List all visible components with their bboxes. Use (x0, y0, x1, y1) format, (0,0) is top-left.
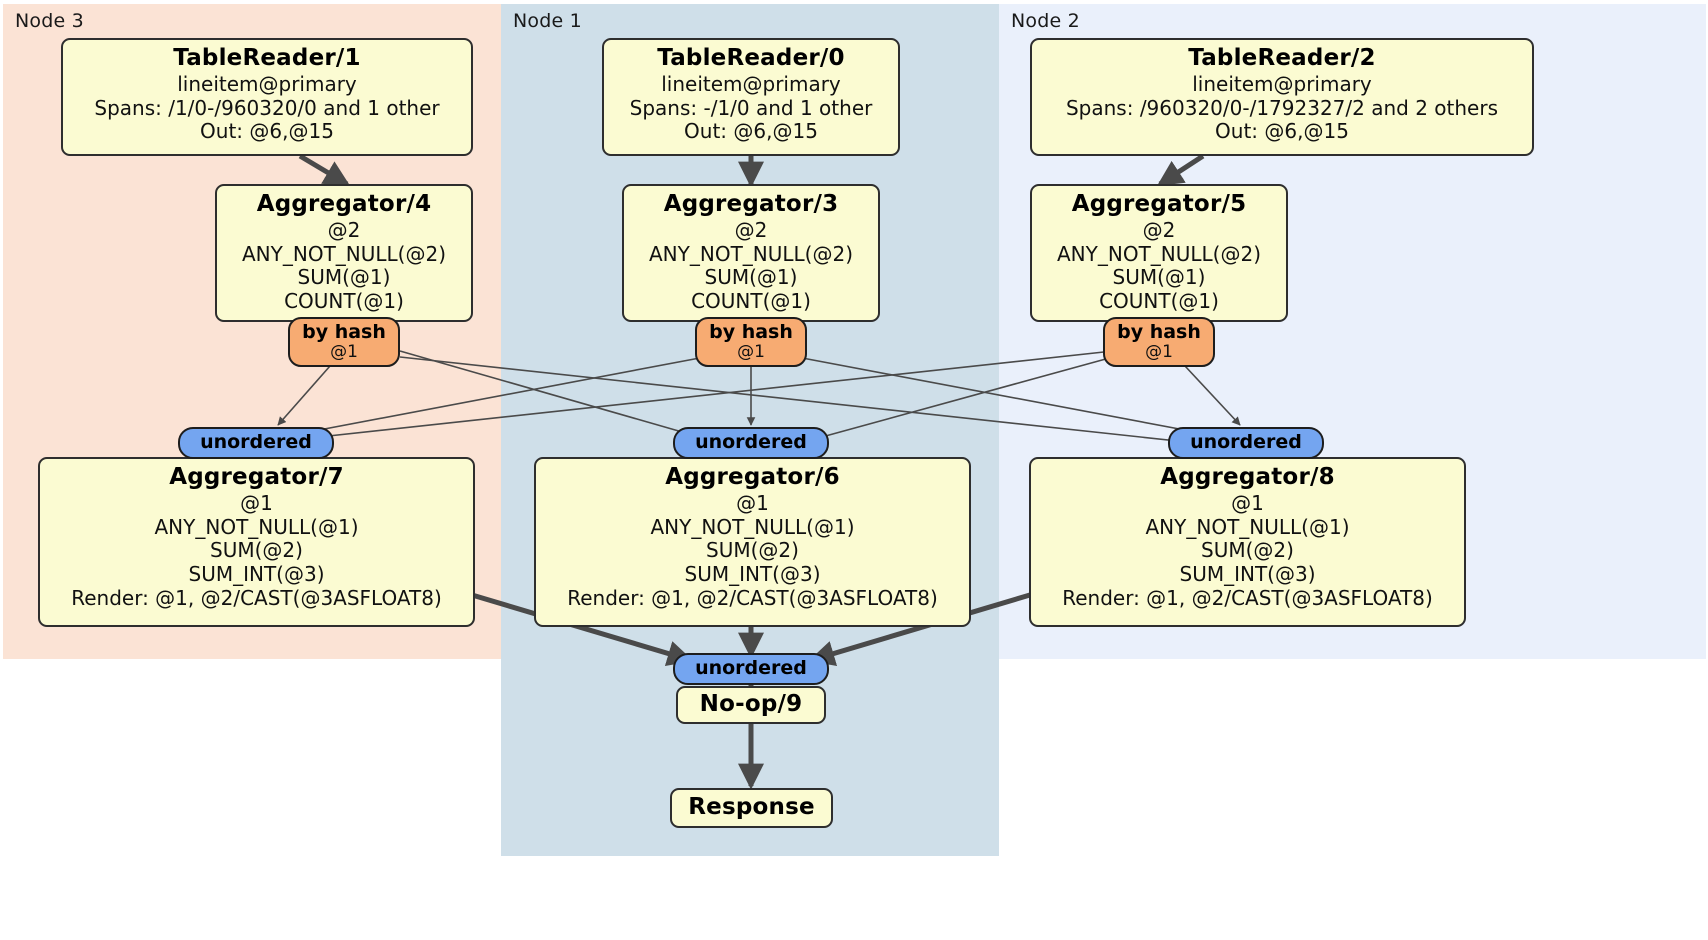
processor-detail-line: ANY_NOT_NULL(@1) (650, 514, 855, 539)
hash-router-column: @1 (1145, 342, 1173, 363)
processor-detail-line: COUNT(@1) (691, 288, 811, 313)
processor-detail-line: ANY_NOT_NULL(@1) (1145, 514, 1350, 539)
processor-response[interactable]: Response (670, 788, 833, 828)
processor-aggregator-4[interactable]: Aggregator/4 @2 ANY_NOT_NULL(@2) SUM(@1)… (215, 184, 473, 322)
processor-detail-line: SUM_INT(@3) (684, 561, 821, 586)
unordered-sync-badge-aggregator8[interactable]: unordered (1168, 427, 1324, 459)
processor-detail-line: lineitem@primary (1192, 72, 1372, 97)
hash-router-badge-aggregator5[interactable]: by hash @1 (1103, 317, 1215, 367)
unordered-sync-label: unordered (1190, 431, 1302, 454)
processor-title: TableReader/2 (1188, 45, 1376, 71)
processor-detail-line: @2 (327, 218, 361, 243)
processor-aggregator-3[interactable]: Aggregator/3 @2 ANY_NOT_NULL(@2) SUM(@1)… (622, 184, 880, 322)
processor-table-reader-1[interactable]: TableReader/1 lineitem@primary Spans: /1… (61, 38, 473, 156)
hash-router-badge-aggregator4[interactable]: by hash @1 (288, 317, 400, 367)
processor-detail-line: SUM(@2) (706, 538, 799, 563)
processor-detail-line: @1 (736, 491, 769, 516)
hash-router-column: @1 (737, 342, 765, 363)
unordered-sync-badge-final[interactable]: unordered (673, 653, 829, 685)
processor-detail-line: Out: @6,@15 (684, 119, 818, 144)
processor-title: Aggregator/5 (1071, 191, 1247, 217)
processor-detail-line: ANY_NOT_NULL(@2) (649, 241, 853, 266)
processor-detail-line: SUM(@1) (1112, 265, 1206, 290)
processor-detail-line: lineitem@primary (177, 72, 357, 97)
processor-detail-line: COUNT(@1) (284, 288, 404, 313)
processor-detail-line: ANY_NOT_NULL(@2) (242, 241, 446, 266)
processor-detail-line: SUM(@2) (210, 538, 303, 563)
processor-detail-line: ANY_NOT_NULL(@2) (1057, 241, 1261, 266)
processor-aggregator-6[interactable]: Aggregator/6 @1 ANY_NOT_NULL(@1) SUM(@2)… (534, 457, 971, 627)
node-region-label: Node 1 (513, 10, 582, 32)
processor-title: Aggregator/7 (169, 464, 344, 490)
unordered-sync-label: unordered (200, 431, 312, 454)
node-region-label: Node 3 (15, 10, 84, 32)
processor-detail-line: Spans: -/1/0 and 1 other (629, 95, 873, 120)
processor-title: TableReader/0 (657, 45, 845, 71)
hash-router-label: by hash (1117, 320, 1201, 343)
processor-aggregator-7[interactable]: Aggregator/7 @1 ANY_NOT_NULL(@1) SUM(@2)… (38, 457, 475, 627)
processor-title: Aggregator/6 (665, 464, 840, 490)
processor-table-reader-2[interactable]: TableReader/2 lineitem@primary Spans: /9… (1030, 38, 1534, 156)
unordered-sync-label: unordered (695, 657, 807, 680)
processor-render-line: Render: @1, @2/CAST(@3ASFLOAT8) (567, 585, 938, 610)
processor-table-reader-0[interactable]: TableReader/0 lineitem@primary Spans: -/… (602, 38, 900, 156)
processor-detail-line: SUM_INT(@3) (188, 561, 325, 586)
unordered-sync-label: unordered (695, 431, 807, 454)
processor-detail-line: SUM(@2) (1201, 538, 1294, 563)
processor-detail-line: Spans: /1/0-/960320/0 and 1 other (94, 95, 440, 120)
processor-title: Aggregator/4 (256, 191, 432, 217)
unordered-sync-badge-aggregator7[interactable]: unordered (178, 427, 334, 459)
hash-router-badge-aggregator3[interactable]: by hash @1 (695, 317, 807, 367)
processor-detail-line: @1 (1231, 491, 1264, 516)
processor-detail-line: @1 (240, 491, 273, 516)
processor-title: Aggregator/8 (1160, 464, 1335, 490)
processor-detail-line: lineitem@primary (661, 72, 841, 97)
processor-detail-line: @2 (1142, 218, 1176, 243)
processor-detail-line: Out: @6,@15 (200, 119, 334, 144)
processor-title: Aggregator/3 (663, 191, 839, 217)
processor-detail-line: SUM_INT(@3) (1179, 561, 1316, 586)
processor-title: TableReader/1 (173, 45, 361, 71)
processor-render-line: Render: @1, @2/CAST(@3ASFLOAT8) (71, 585, 442, 610)
processor-aggregator-5[interactable]: Aggregator/5 @2 ANY_NOT_NULL(@2) SUM(@1)… (1030, 184, 1288, 322)
unordered-sync-badge-aggregator6[interactable]: unordered (673, 427, 829, 459)
processor-detail-line: Spans: /960320/0-/1792327/2 and 2 others (1065, 95, 1498, 120)
processor-title: Response (688, 794, 815, 821)
processor-detail-line: @2 (734, 218, 768, 243)
hash-router-column: @1 (330, 342, 358, 363)
processor-detail-line: SUM(@1) (704, 265, 798, 290)
processor-aggregator-8[interactable]: Aggregator/8 @1 ANY_NOT_NULL(@1) SUM(@2)… (1029, 457, 1466, 627)
processor-title: No-op/9 (699, 691, 803, 718)
processor-detail-line: SUM(@1) (297, 265, 391, 290)
processor-detail-line: COUNT(@1) (1099, 288, 1219, 313)
node-region-label: Node 2 (1011, 10, 1080, 32)
hash-router-label: by hash (302, 320, 386, 343)
processor-detail-line: Out: @6,@15 (1215, 119, 1349, 144)
processor-detail-line: ANY_NOT_NULL(@1) (154, 514, 359, 539)
processor-render-line: Render: @1, @2/CAST(@3ASFLOAT8) (1062, 585, 1433, 610)
hash-router-label: by hash (709, 320, 793, 343)
processor-noop-9[interactable]: No-op/9 (676, 686, 826, 724)
